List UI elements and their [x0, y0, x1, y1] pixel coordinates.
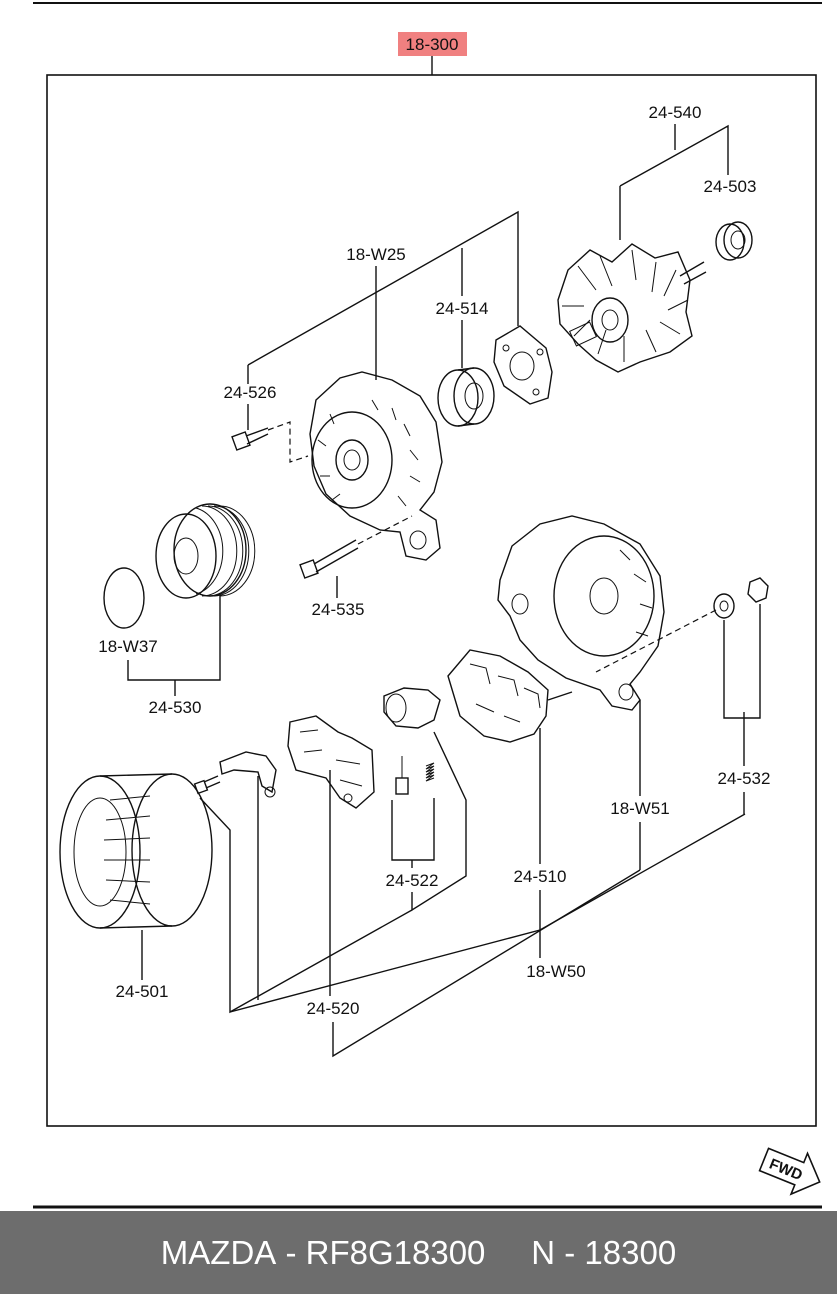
footer-brand: MAZDA	[160, 1233, 277, 1271]
label-24-540[interactable]: 24-540	[649, 103, 702, 122]
label-18-W50[interactable]: 18-W50	[526, 962, 586, 981]
terminal-bracket-part[interactable]	[219, 751, 277, 798]
diagram-frame	[46, 74, 817, 1127]
front-housing-part[interactable]	[309, 371, 443, 561]
footer-section: N - 18300	[531, 1233, 677, 1271]
rear-housing-part[interactable]	[497, 515, 665, 711]
footer-separator: -	[276, 1233, 306, 1271]
brush-spring-24-522-part[interactable]	[395, 756, 435, 795]
label-18-W25[interactable]: 18-W25	[346, 245, 406, 264]
rectifier-24-510-part[interactable]	[447, 649, 573, 743]
retainer-plate-part[interactable]	[493, 325, 553, 405]
label-24-535[interactable]: 24-535	[312, 600, 365, 619]
label-18-W37[interactable]: 18-W37	[98, 637, 158, 656]
small-screw-part[interactable]	[193, 775, 221, 795]
label-24-526[interactable]: 24-526	[224, 383, 277, 402]
rotor-part[interactable]	[557, 243, 707, 373]
label-18-W51[interactable]: 18-W51	[610, 799, 670, 818]
label-24-520[interactable]: 24-520	[307, 999, 360, 1018]
screw-24-526-part[interactable]	[231, 421, 309, 463]
footer-part-number: RF8G18300	[305, 1233, 486, 1271]
assembly-code-highlight	[398, 32, 467, 56]
regulator-24-520-part[interactable]	[287, 715, 375, 809]
label-24-530[interactable]: 24-530	[149, 698, 202, 717]
footer-bar: MAZDA - RF8G18300 N - 18300	[0, 1211, 837, 1294]
assembly-code-label[interactable]: 18-300	[406, 35, 459, 54]
through-bolt-24-535-part[interactable]	[299, 515, 413, 579]
cap-18-W37-part[interactable]	[103, 567, 145, 629]
pulley-24-530-part[interactable]	[155, 503, 256, 599]
label-24-514[interactable]: 24-514	[436, 299, 489, 318]
bearing-24-514-part[interactable]	[437, 367, 495, 427]
fwd-direction-arrow-icon: FWD	[758, 1147, 821, 1196]
nut-spacer-24-532-part[interactable]	[713, 577, 769, 619]
label-24-510[interactable]: 24-510	[514, 867, 567, 886]
label-24-501[interactable]: 24-501	[116, 982, 169, 1001]
label-24-503[interactable]: 24-503	[704, 177, 757, 196]
label-24-532[interactable]: 24-532	[718, 769, 771, 788]
stator-24-501-part[interactable]	[59, 773, 213, 929]
brush-holder-part[interactable]	[383, 687, 441, 729]
bearing-24-503-part[interactable]	[715, 221, 753, 261]
footer-gap	[485, 1234, 531, 1272]
label-24-522[interactable]: 24-522	[386, 871, 439, 890]
